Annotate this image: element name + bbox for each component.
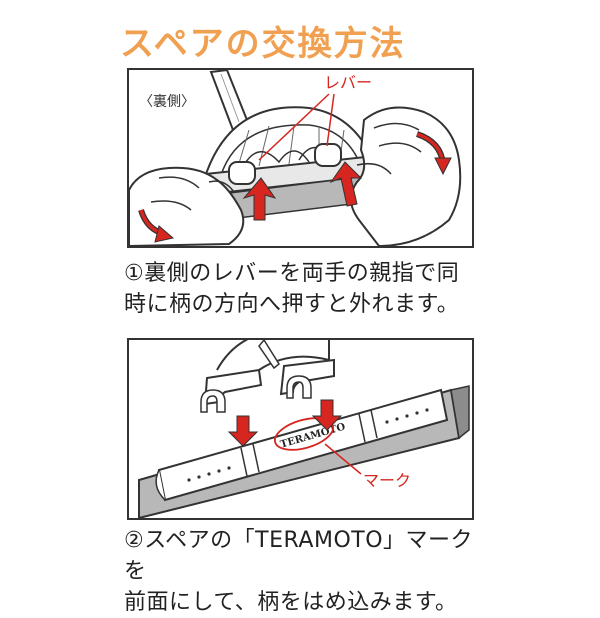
- mark-label: マーク: [363, 471, 411, 490]
- back-side-label: 〈裏側〉: [139, 93, 195, 110]
- step2-caption: ②スペアの「TERAMOTO」マークを 前面にして、柄をはめ込みます。: [124, 525, 484, 618]
- step1-caption-line2: 時に柄の方向へ押すと外れます。: [124, 292, 460, 317]
- step1-caption: ①裏側のレバーを両手の親指で同 時に柄の方向へ押すと外れます。: [124, 258, 484, 320]
- step2-caption-line2: 前面にして、柄をはめ込みます。: [124, 590, 458, 615]
- step1-caption-line1: ①裏側のレバーを両手の親指で同: [124, 261, 460, 286]
- page-title: スペアの交換方法: [120, 24, 406, 64]
- lever-label: レバー: [324, 73, 372, 92]
- step1-illustration: 〈裏側〉 レバー: [127, 68, 474, 248]
- step1-drawing: 〈裏側〉 レバー: [129, 70, 462, 246]
- step2-illustration: TERAMOTO マーク: [127, 338, 474, 520]
- step2-drawing: TERAMOTO マーク: [138, 340, 470, 518]
- step2-caption-line1: ②スペアの「TERAMOTO」マークを: [124, 528, 474, 584]
